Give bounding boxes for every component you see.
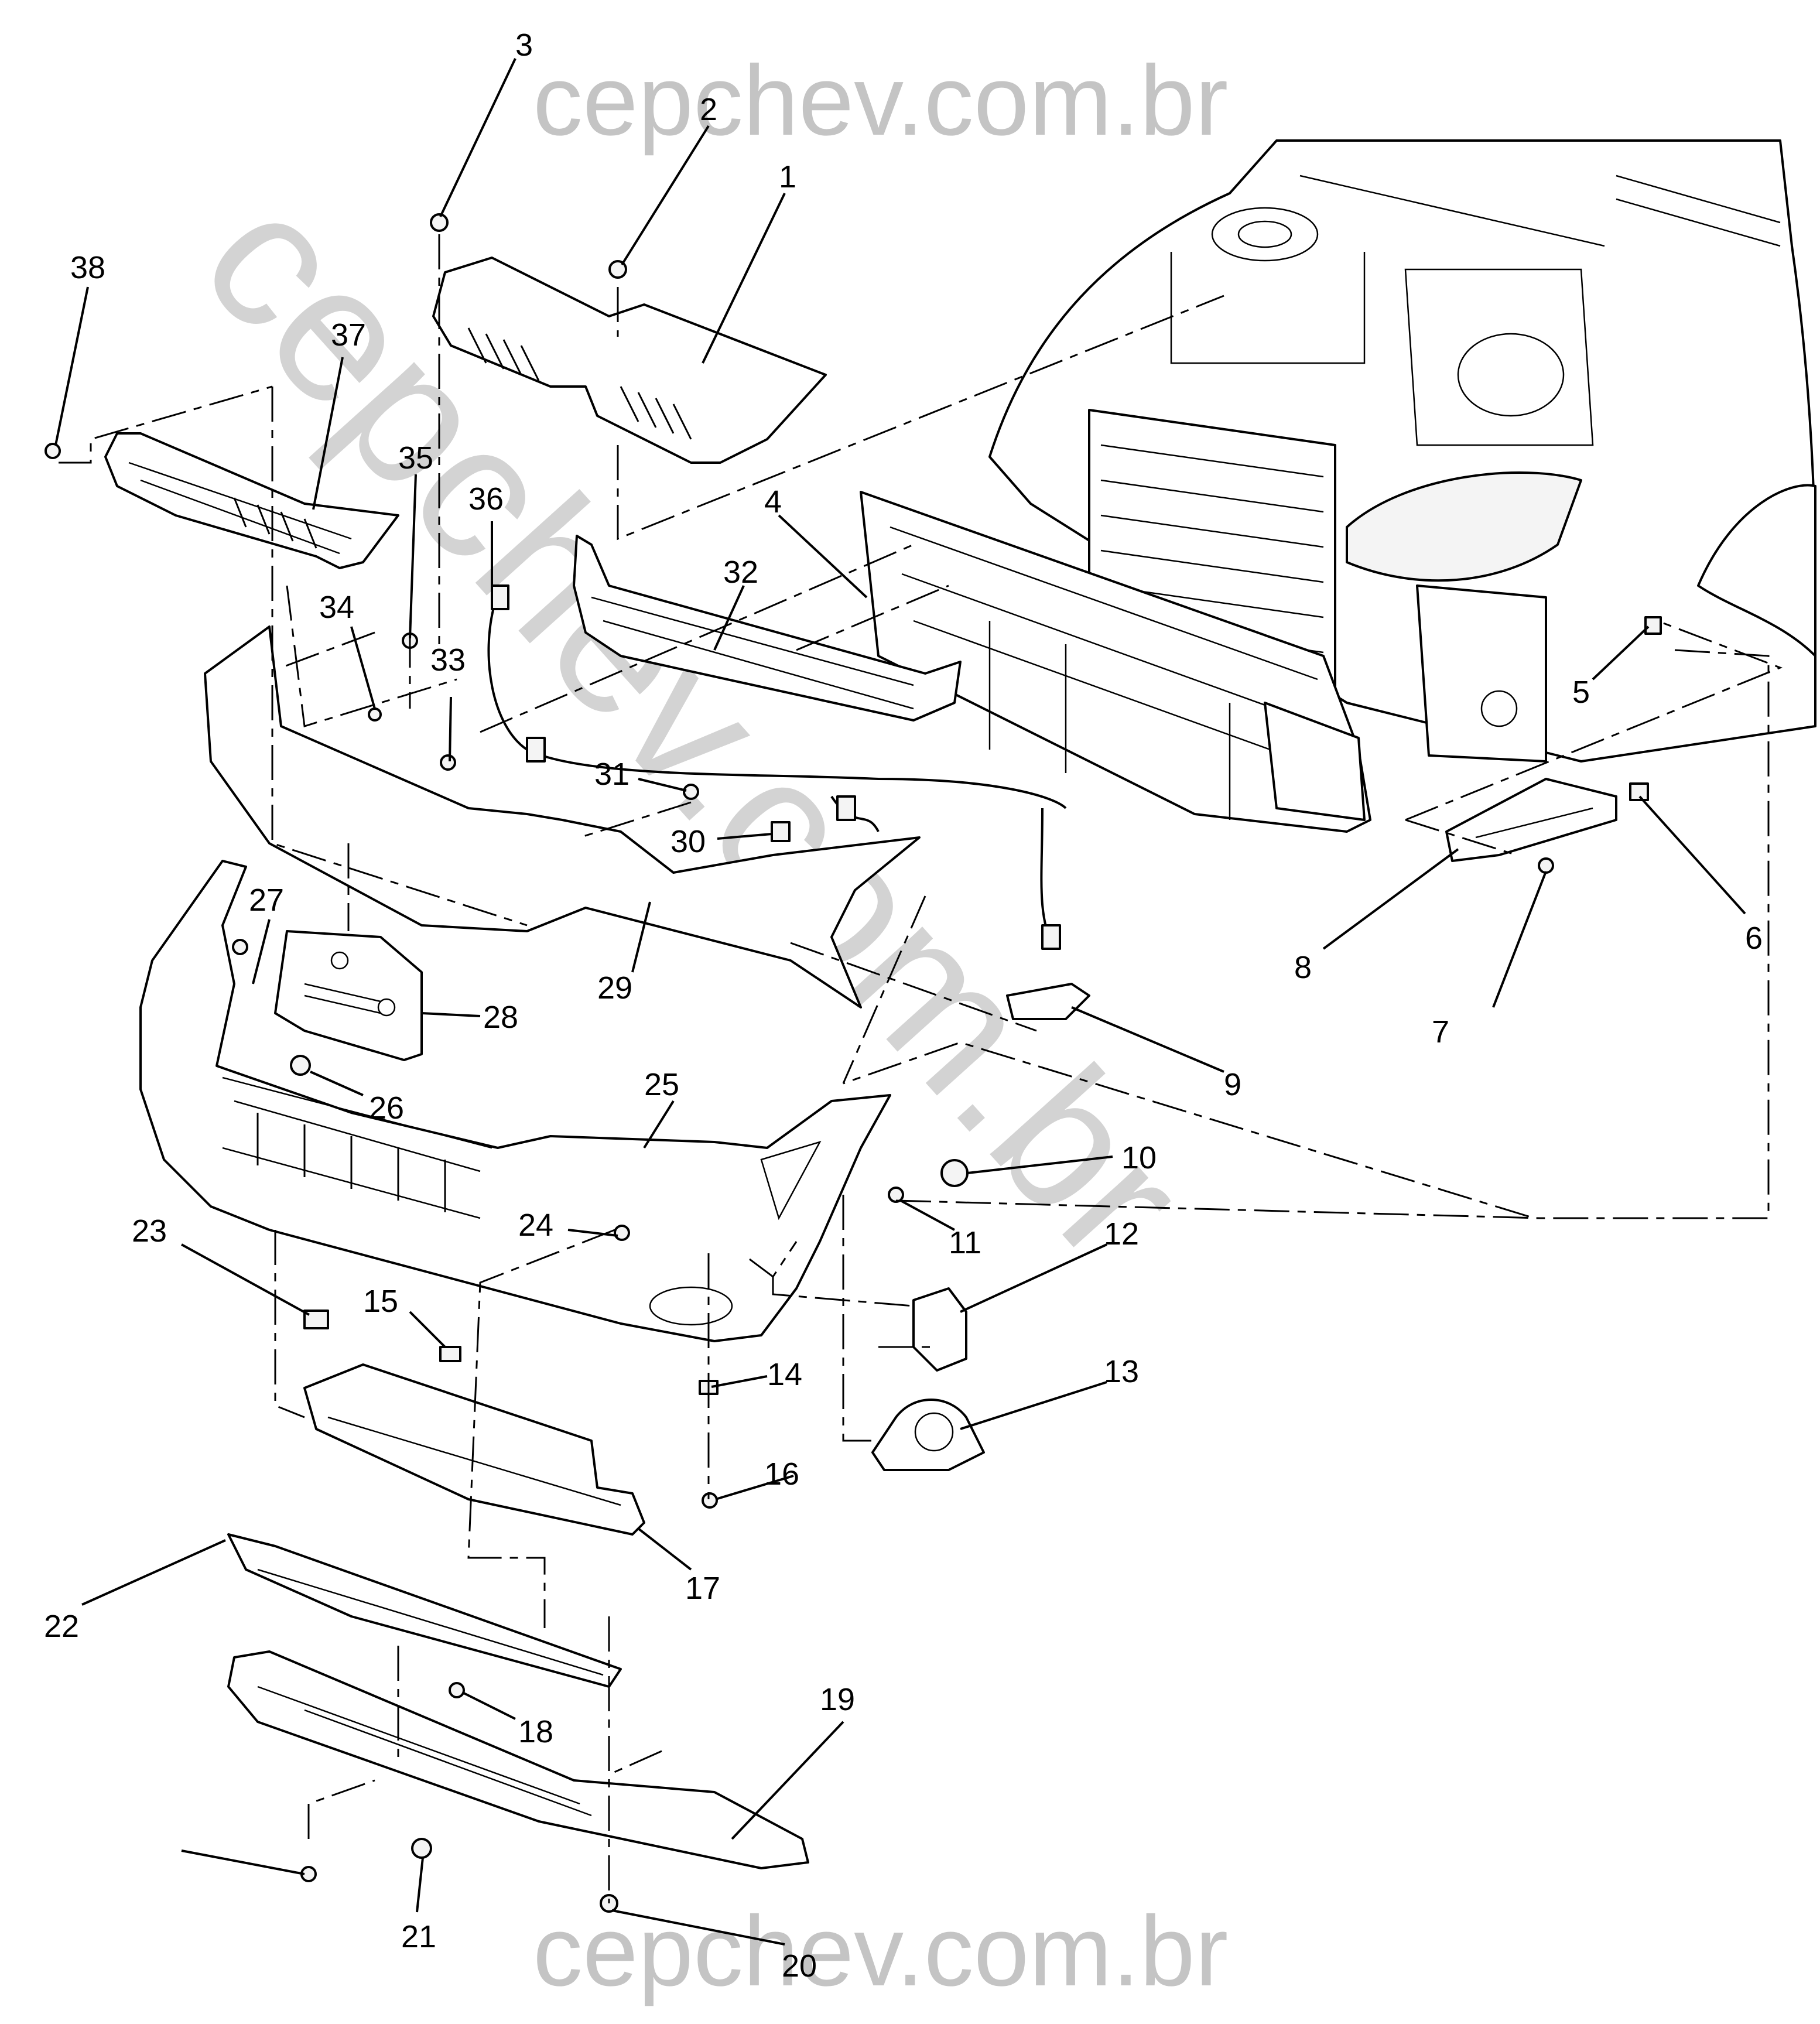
callout-8: 8 [1294, 950, 1312, 985]
watermark-top: cepchev.com.br [533, 45, 1228, 156]
callout-24: 24 [518, 1208, 553, 1243]
callout-28: 28 [483, 1000, 518, 1035]
callout-23: 23 [132, 1213, 167, 1249]
callout-3: 3 [515, 28, 533, 63]
callout-7: 7 [1432, 1014, 1449, 1049]
lower-skid-plate [227, 1650, 809, 1869]
callout-11: 11 [949, 1225, 981, 1260]
reflector-30 [771, 821, 791, 842]
callout-13: 13 [1104, 1354, 1139, 1389]
callout-16: 16 [764, 1457, 799, 1492]
callout-30: 30 [670, 824, 706, 859]
callout-14: 14 [767, 1357, 802, 1392]
callout-32: 32 [723, 555, 758, 590]
baffle-slots [467, 327, 692, 440]
callout-35: 35 [398, 440, 433, 476]
callout-27: 27 [249, 883, 284, 918]
callout-5: 5 [1572, 675, 1590, 710]
callout-4: 4 [764, 484, 782, 519]
callout-10: 10 [1121, 1140, 1157, 1175]
callout-37: 37 [331, 317, 366, 353]
callout-19: 19 [820, 1682, 855, 1717]
fog-lamp-assembly [912, 1287, 967, 1372]
upper-grille [104, 432, 399, 569]
callout-34: 34 [319, 590, 354, 625]
callout-31: 31 [594, 757, 630, 792]
callout-33: 33 [430, 642, 466, 678]
callout-1: 1 [779, 159, 796, 194]
callout-20: 20 [782, 1948, 817, 1984]
callout-6: 6 [1745, 921, 1763, 956]
callout-2: 2 [700, 92, 717, 127]
callout-22: 22 [44, 1609, 79, 1644]
bumper-side-bracket [1445, 778, 1617, 862]
callout-18: 18 [518, 1714, 553, 1749]
callout-15: 15 [363, 1284, 398, 1319]
harness-connector [836, 795, 856, 821]
callout-12: 12 [1104, 1216, 1139, 1252]
callout-26: 26 [369, 1090, 404, 1126]
front-bumper-fascia [139, 860, 891, 1342]
watermark-bottom: cepchev.com.br [533, 1896, 1228, 2007]
harness-connector [1041, 924, 1061, 950]
fascia-grille-slots [256, 1113, 446, 1212]
callout-38: 38 [70, 250, 105, 285]
license-plate-bracket [274, 930, 423, 1061]
harness-connector [526, 737, 546, 763]
callout-29: 29 [597, 970, 632, 1006]
radiator-upper-air-baffle [432, 257, 827, 464]
callout-25: 25 [644, 1067, 679, 1102]
assembly-lines [59, 234, 1783, 1903]
callouts: 1 2 3 4 5 6 7 8 9 10 11 12 13 14 15 16 1… [44, 28, 1763, 1984]
callout-21: 21 [401, 1919, 436, 1954]
harness-connector [491, 584, 509, 610]
front-air-deflector [303, 1363, 645, 1536]
callout-36: 36 [468, 481, 504, 517]
bumper-upper-support [204, 625, 921, 1008]
fog-lamp-bezel [871, 1399, 985, 1471]
fog-lamp-cover-9 [1006, 983, 1090, 1020]
callout-17: 17 [685, 1571, 720, 1606]
leader-lines [54, 58, 1746, 1946]
bumper-energy-absorber [573, 535, 962, 722]
callout-9: 9 [1224, 1067, 1241, 1102]
